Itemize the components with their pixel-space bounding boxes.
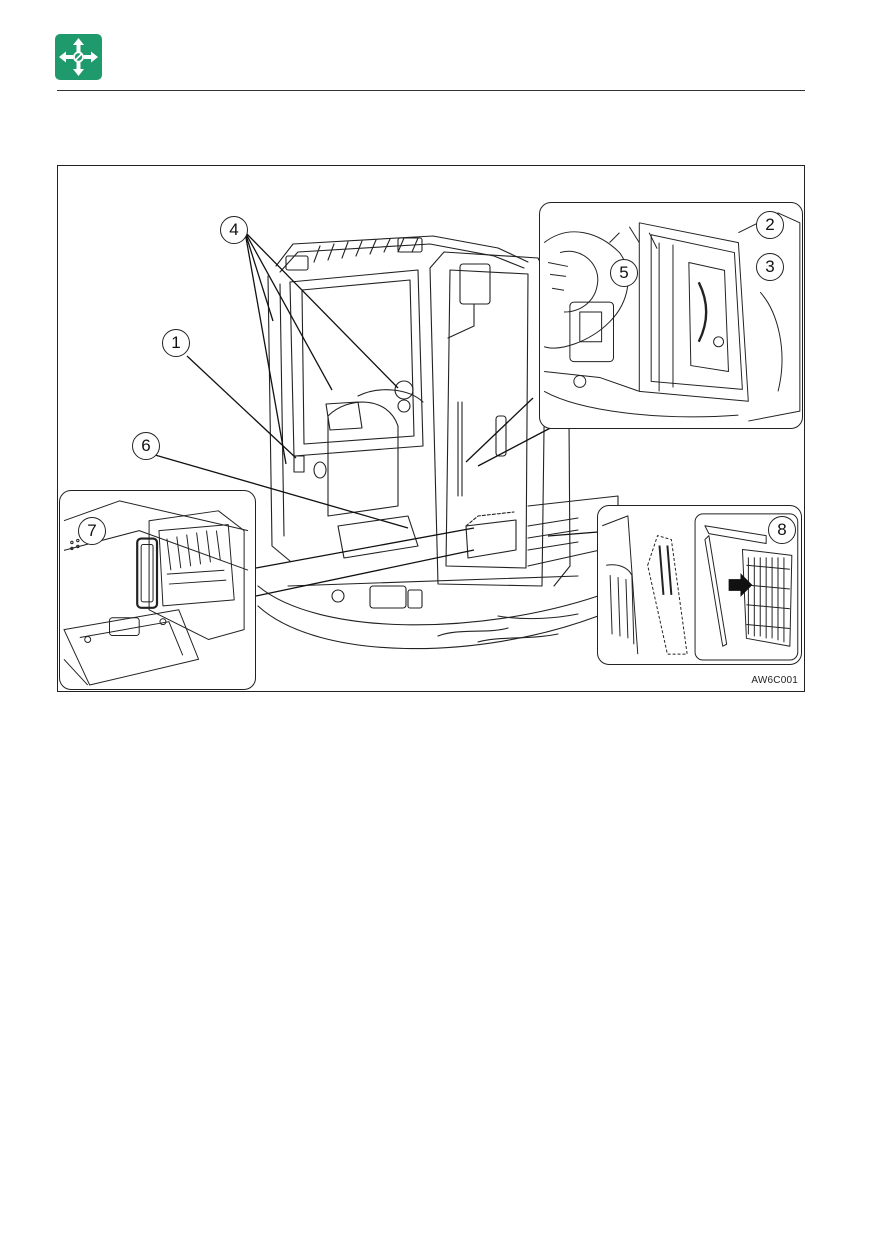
callout-6: 6 xyxy=(132,432,160,460)
header-rule xyxy=(57,90,805,91)
callout-5: 5 xyxy=(610,259,638,287)
callout-1: 1 xyxy=(162,329,190,357)
callout-7: 7 xyxy=(78,517,106,545)
figure-code: AW6C001 xyxy=(751,675,798,686)
move-arrows-icon xyxy=(55,34,102,80)
callout-4: 4 xyxy=(220,216,248,244)
callout-8: 8 xyxy=(768,516,796,544)
callout-3: 3 xyxy=(756,253,784,281)
inset-engine-compartment: 2 3 5 xyxy=(539,202,803,429)
callout-2: 2 xyxy=(756,211,784,239)
figure-frame: 4 1 6 2 xyxy=(57,165,805,692)
inset-fuse-box: 7 xyxy=(59,490,256,690)
inset-air-filter: 8 xyxy=(597,505,802,665)
